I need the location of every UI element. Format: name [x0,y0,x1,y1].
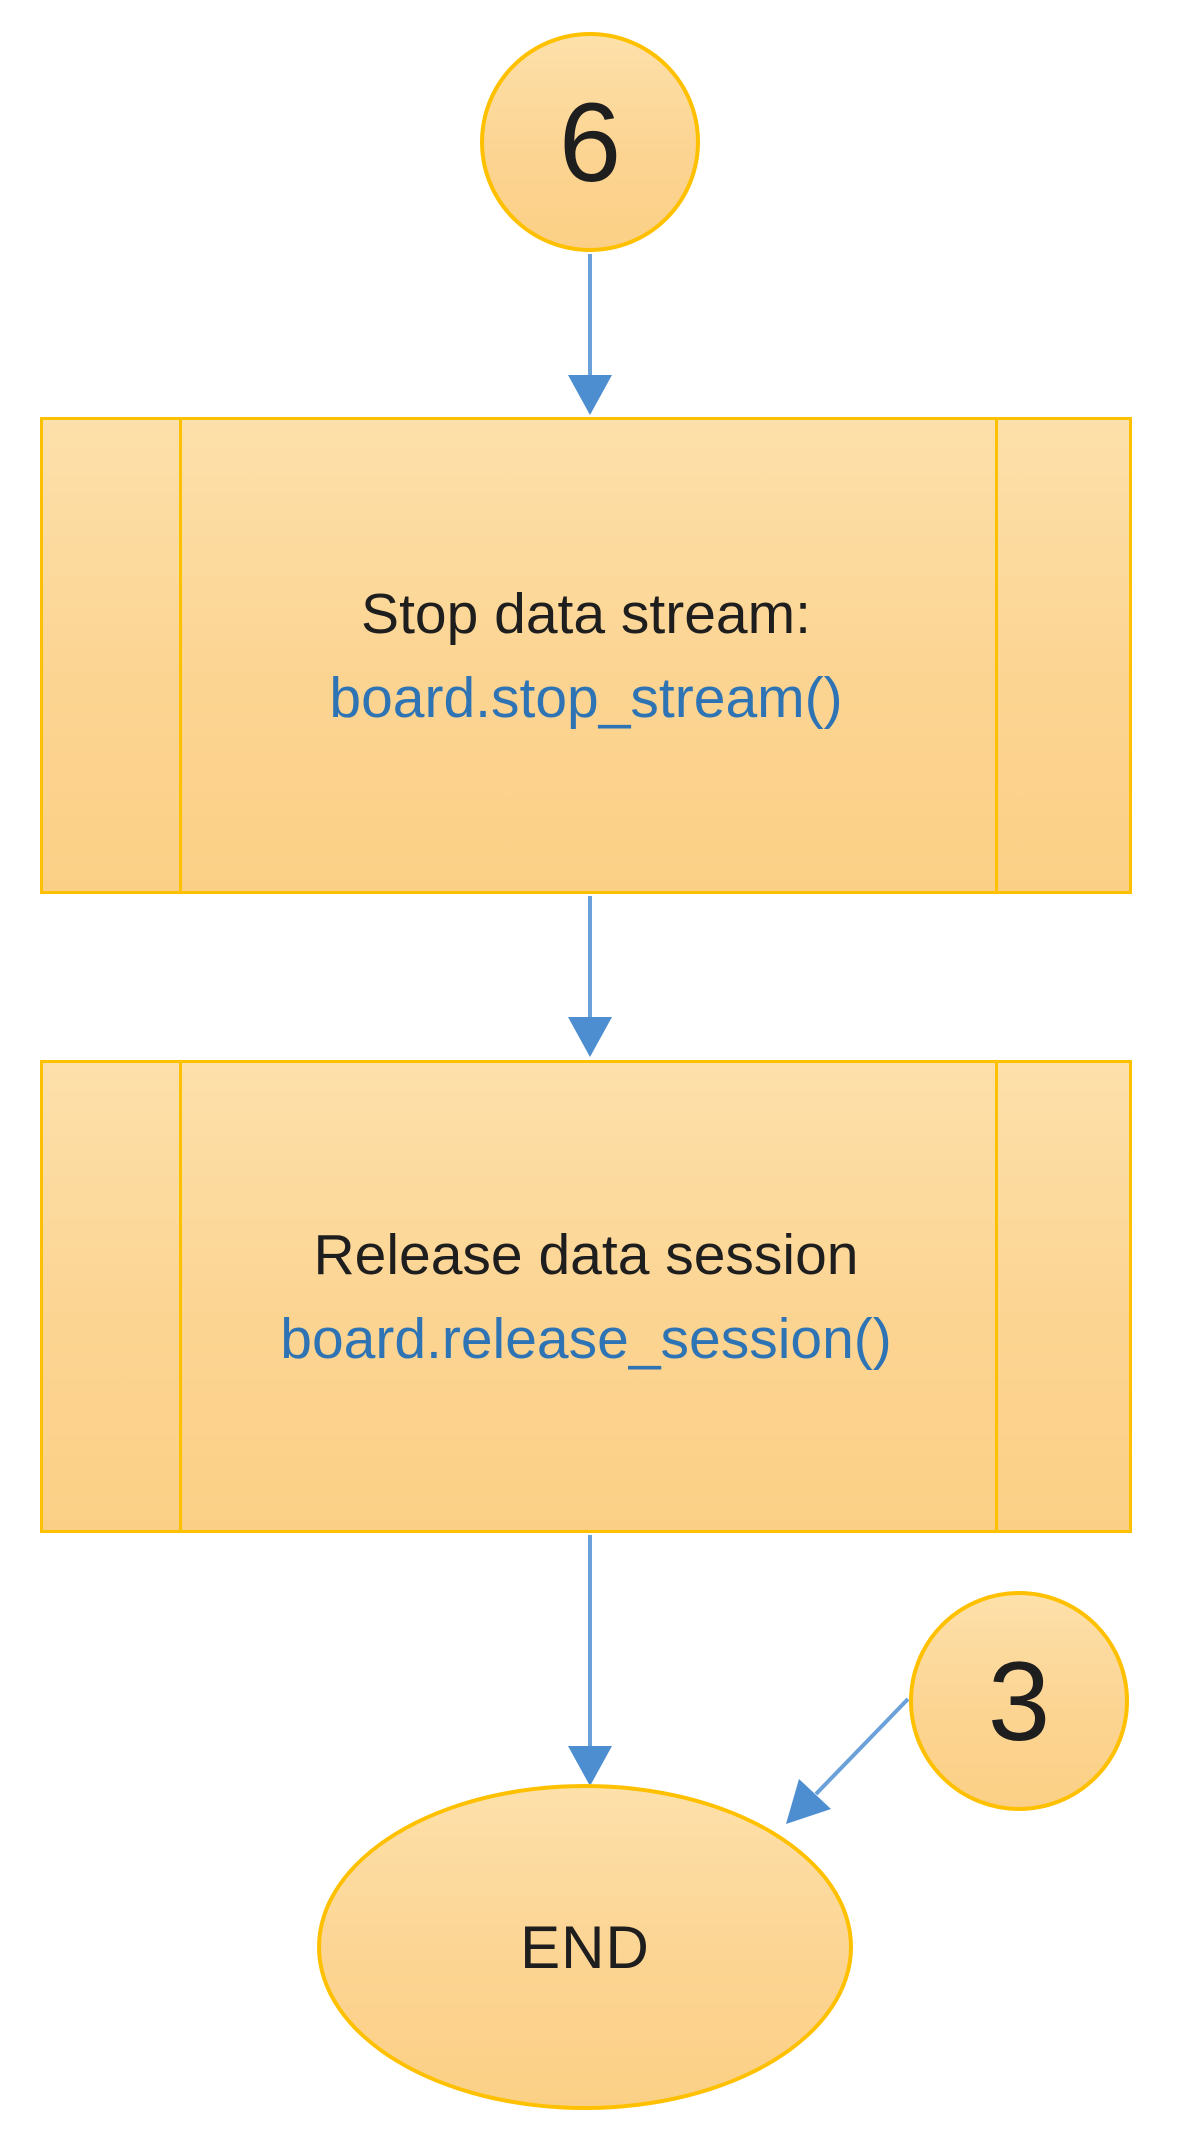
process-title: Stop data stream: [361,581,811,646]
process-box-release-session: Release data session board.release_sessi… [40,1060,1132,1533]
process-title: Release data session [313,1222,859,1287]
start-connector-node: 6 [480,32,700,252]
arrow-stop-stream-to-release-session [568,896,612,1057]
predefined-process-left-line [179,420,182,891]
end-terminal-label: END [520,1913,650,1981]
arrow-connector6-to-stop-stream [568,254,612,415]
predefined-process-right-line [995,420,998,891]
arrow-release-session-to-end [568,1535,612,1786]
predefined-process-right-line [995,1063,998,1530]
end-terminal-node: END [317,1784,853,2110]
process-code: board.stop_stream() [329,665,843,730]
process-code: board.release_session() [280,1306,892,1371]
start-connector-number: 6 [558,79,622,205]
predefined-process-left-line [179,1063,182,1530]
end-connector-node: 3 [909,1591,1129,1811]
end-connector-number: 3 [987,1638,1051,1764]
arrow-connector3-to-end [786,1697,910,1824]
process-box-stop-stream: Stop data stream: board.stop_stream() [40,417,1132,894]
